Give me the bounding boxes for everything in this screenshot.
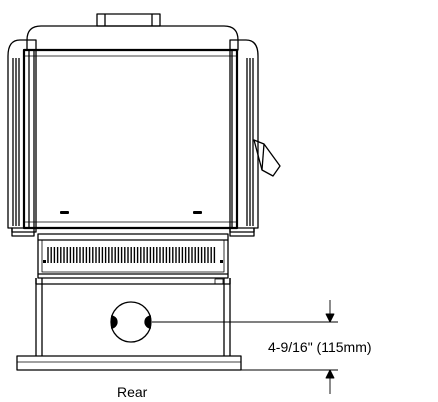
view-label: Rear [117, 384, 148, 400]
flue-collar [96, 13, 161, 27]
pedestal-base [35, 278, 231, 356]
right-side-panel [229, 39, 259, 237]
air-intake-opening [110, 301, 152, 343]
top-cap [26, 25, 239, 51]
dimension-label: 4-9/16" (115mm) [268, 339, 372, 355]
dimension-lines [152, 300, 338, 394]
door-handle [253, 139, 281, 177]
firebox-body [22, 48, 239, 230]
bottom-plate [16, 355, 242, 371]
louvre-panel [37, 233, 229, 279]
left-side-panel [7, 39, 37, 237]
body-slots [43, 211, 223, 263]
